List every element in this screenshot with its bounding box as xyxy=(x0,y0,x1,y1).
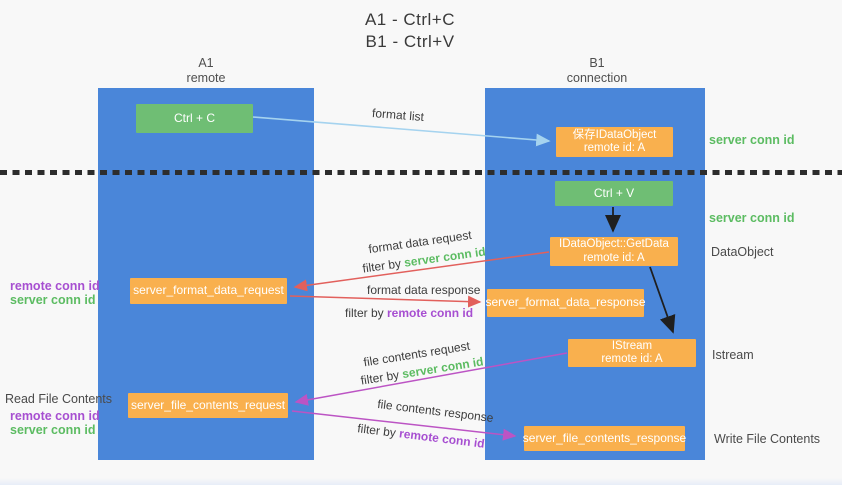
remote-conn-id-text: remote conn id xyxy=(387,306,474,320)
node-server-format-data-request: server_format_data_request xyxy=(130,278,287,304)
dataobject-annotation: DataObject xyxy=(711,245,774,259)
node-getdata-line1: IDataObject::GetData xyxy=(559,238,669,250)
node-save-idataobject-line2: remote id: A xyxy=(583,142,646,154)
lane-header-b1: B1 connection xyxy=(547,56,647,86)
remote-conn-id-text: remote conn id xyxy=(398,426,486,451)
dotted-separator-line xyxy=(0,170,842,175)
node-getdata-line2: remote id: A xyxy=(583,251,645,264)
node-save-idataobject: 保存IDataObject remote id: A xyxy=(556,127,673,157)
file-contents-response-filter-label: filter by remote conn id xyxy=(357,421,486,450)
remote-conn-id-annotation-2: remote conn id xyxy=(10,409,100,423)
node-server-format-data-response: server_format_data_response xyxy=(485,289,646,317)
window-bottom-edge xyxy=(0,478,842,485)
node-save-idataobject-line1: 保存IDataObject xyxy=(572,128,657,141)
remote-conn-id-annotation-1: remote conn id xyxy=(10,279,100,293)
file-contents-response-label: file contents response xyxy=(376,396,495,426)
format-data-response-label: format data response xyxy=(367,283,481,297)
lane-a1-name: A1 xyxy=(198,56,214,70)
node-istream: IStream remote id: A xyxy=(568,339,696,367)
node-ctrl-c-label: Ctrl + C xyxy=(173,110,215,125)
node-file-response-label: server_file_contents_response xyxy=(522,430,687,445)
read-file-contents-annotation: Read File Contents xyxy=(5,392,113,406)
write-file-contents-annotation: Write File Contents xyxy=(714,432,821,446)
diagram-title: A1 - Ctrl+C B1 - Ctrl+V xyxy=(0,9,820,53)
node-istream-line1: IStream xyxy=(611,339,653,352)
node-idataobject-getdata: IDataObject::GetData remote id: A xyxy=(550,237,678,266)
filter-by-text: filter by xyxy=(359,367,404,388)
server-conn-id-annotation-top: server conn id xyxy=(709,133,795,147)
lane-a1-subtitle: remote xyxy=(186,71,226,85)
format-data-response-filter-label: filter by remote conn id xyxy=(345,306,473,320)
filter-by-text: filter by xyxy=(361,255,406,276)
node-istream-line2: remote id: A xyxy=(601,353,663,365)
node-format-response-label: server_format_data_response xyxy=(485,295,646,310)
node-ctrl-c: Ctrl + C xyxy=(136,104,253,133)
server-conn-id-annotation-2: server conn id xyxy=(10,423,96,437)
node-format-request-label: server_format_data_request xyxy=(133,283,284,298)
server-conn-id-annotation-mid: server conn id xyxy=(709,211,795,225)
node-file-request-label: server_file_contents_request xyxy=(130,397,286,412)
format-list-label: format list xyxy=(371,105,425,125)
node-server-file-contents-response: server_file_contents_response xyxy=(522,426,687,451)
filter-by-text: filter by xyxy=(356,421,401,441)
title-line-1: A1 - Ctrl+C xyxy=(364,10,456,29)
node-server-file-contents-request: server_file_contents_request xyxy=(128,393,288,418)
lane-b1-subtitle: connection xyxy=(566,71,628,85)
title-line-2: B1 - Ctrl+V xyxy=(365,32,455,51)
lane-b1-name: B1 xyxy=(589,56,605,70)
node-ctrl-v-label: Ctrl + V xyxy=(593,185,635,200)
server-conn-id-annotation-1: server conn id xyxy=(10,293,96,307)
filter-by-text: filter by xyxy=(345,306,388,320)
lane-header-a1: A1 remote xyxy=(156,56,256,86)
node-ctrl-v: Ctrl + V xyxy=(555,181,673,206)
istream-annotation: Istream xyxy=(712,348,754,362)
